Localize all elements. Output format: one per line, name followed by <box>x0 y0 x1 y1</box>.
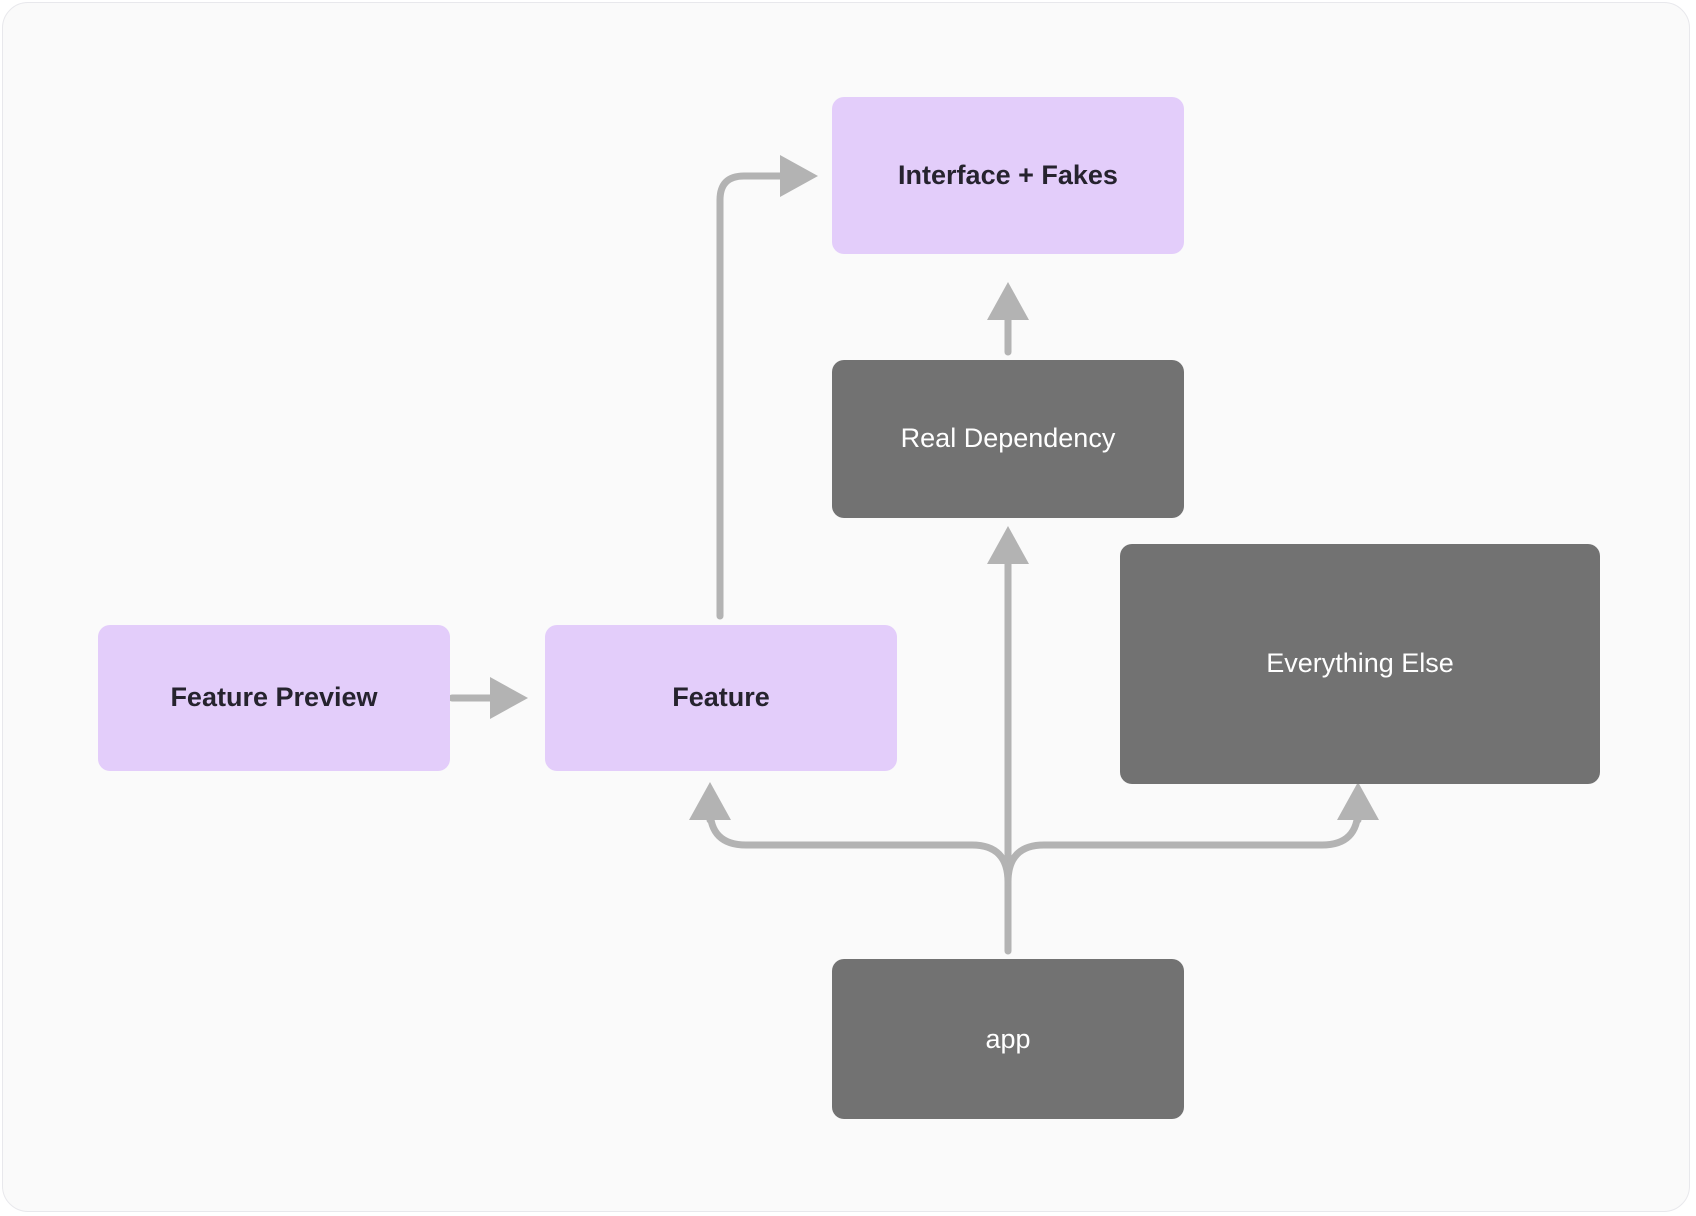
node-app-box[interactable] <box>832 959 1184 1119</box>
node-feature-label: Feature <box>672 682 770 712</box>
edge-feature-to-interface-fakes <box>716 155 818 620</box>
node-everything-else-box[interactable] <box>1120 544 1600 784</box>
node-real-dependency-label: Real Dependency <box>901 423 1116 453</box>
node-feature[interactable]: Feature <box>545 625 897 771</box>
node-real-dependency[interactable]: Real Dependency <box>832 360 1184 518</box>
edge-real-dependency-to-interface-fakes <box>987 282 1029 356</box>
node-everything-else[interactable]: Everything Else <box>1120 544 1600 784</box>
edge-feature-preview-to-feature <box>448 677 528 719</box>
node-feature-preview[interactable]: Feature Preview <box>98 625 450 771</box>
edge-app-to-everything-else <box>1004 782 1379 886</box>
node-app-label: app <box>985 1024 1030 1054</box>
node-feature-preview-box[interactable] <box>98 625 450 771</box>
node-interface-fakes-label: Interface + Fakes <box>898 160 1118 190</box>
edge-app-to-real-dependency <box>987 526 1029 955</box>
node-layer: Feature Preview Feature Interface + Fake… <box>98 97 1600 1119</box>
node-feature-box[interactable] <box>545 625 897 771</box>
node-interface-fakes[interactable]: Interface + Fakes <box>832 97 1184 254</box>
node-app[interactable]: app <box>832 959 1184 1119</box>
node-interface-fakes-box[interactable] <box>832 97 1184 254</box>
node-real-dependency-box[interactable] <box>832 360 1184 518</box>
edge-app-to-feature <box>689 782 1012 886</box>
node-feature-preview-label: Feature Preview <box>170 682 378 712</box>
node-everything-else-label: Everything Else <box>1266 648 1454 678</box>
edge-layer <box>448 155 1379 955</box>
